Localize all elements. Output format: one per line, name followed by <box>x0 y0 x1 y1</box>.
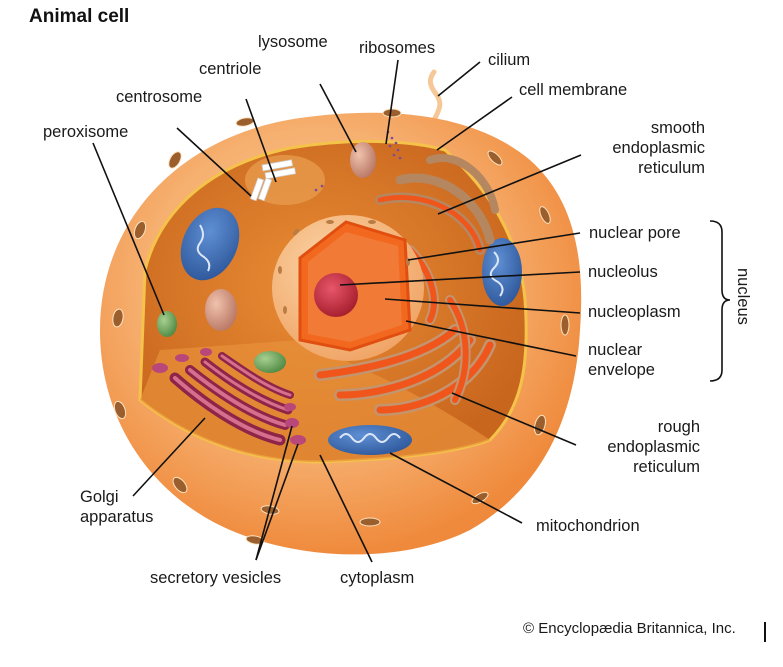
label-smooth-er: smooth endoplasmic reticulum <box>612 118 705 178</box>
leader-centriole <box>245 98 277 183</box>
leader-ribosomes <box>385 59 399 145</box>
label-rough-er: rough endoplasmic reticulum <box>607 417 700 477</box>
lysosome-shape-2 <box>205 289 237 331</box>
label-nucleolus: nucleolus <box>588 263 658 281</box>
leader-nucleolus <box>339 271 581 286</box>
label-golgi: Golgi apparatus <box>80 487 153 527</box>
label-smooth-er-line-1: smooth <box>650 119 705 137</box>
label-cilium: cilium <box>488 51 531 69</box>
diagram-title: Animal cell <box>29 6 130 27</box>
leader-golgi <box>132 417 206 497</box>
label-nuclear-envelope-line-1: nuclear <box>588 341 643 359</box>
leader-cilium <box>437 61 481 97</box>
leader-smooth-er <box>437 154 582 215</box>
nucleus-shape <box>272 215 424 361</box>
secretory-vesicles-shape <box>152 348 306 445</box>
label-nucleoplasm: nucleoplasm <box>588 303 681 321</box>
label-cell-membrane: cell membrane <box>519 81 628 99</box>
label-nuclear-envelope-line-2: envelope <box>588 361 655 379</box>
label-mitochondrion: mitochondrion <box>536 517 640 535</box>
leader-cell-membrane <box>436 96 513 151</box>
nucleus-bracket <box>709 220 731 382</box>
label-centriole: centriole <box>199 60 262 78</box>
leader-nuclear-envelope <box>405 320 577 357</box>
leader-lines <box>92 59 582 563</box>
label-smooth-er-line-3: reticulum <box>638 159 705 177</box>
smooth-er-shape <box>375 154 499 255</box>
mitochondrion-shape-3 <box>328 425 412 455</box>
label-secretory-vesicles: secretory vesicles <box>150 569 282 587</box>
label-nuclear-envelope: nuclear envelope <box>588 340 655 380</box>
label-nuclear-pore: nuclear pore <box>589 224 681 242</box>
mitochondrion-shape-1 <box>180 207 240 281</box>
label-golgi-line-1: Golgi <box>80 488 119 506</box>
leader-mitochondrion <box>389 452 523 524</box>
label-peroxisome: peroxisome <box>43 123 129 141</box>
label-ribosomes: ribosomes <box>359 39 436 57</box>
leader-vesicle-1 <box>255 425 293 561</box>
leader-rough-er <box>451 392 577 446</box>
label-nucleus-group: nucleus <box>734 268 752 325</box>
ribosomes-shape <box>314 130 402 192</box>
cilium-shape <box>427 69 443 127</box>
label-smooth-er-line-2: endoplasmic <box>612 139 705 157</box>
label-rough-er-line-2: endoplasmic <box>607 438 700 456</box>
label-lysosome: lysosome <box>258 33 328 51</box>
label-golgi-line-2: apparatus <box>80 508 154 526</box>
peroxisome-shape-2 <box>254 351 286 373</box>
golgi-shape <box>169 352 294 446</box>
credit-divider <box>764 622 766 642</box>
label-rough-er-line-1: rough <box>657 418 700 436</box>
leader-vesicle-2 <box>255 443 299 561</box>
mitochondrion-shape-2 <box>482 238 522 306</box>
leader-nuclear-pore <box>407 232 581 261</box>
label-rough-er-line-3: reticulum <box>633 458 700 476</box>
leader-nucleoplasm <box>384 298 581 314</box>
leader-lysosome <box>319 83 357 153</box>
copyright-credit: © Encyclopædia Britannica, Inc. <box>523 620 736 637</box>
nucleolus-shape <box>314 273 358 317</box>
lysosome-shape <box>350 142 376 178</box>
leader-peroxisome <box>92 142 165 316</box>
leader-cytoplasm <box>319 454 373 563</box>
centriole-shape <box>249 159 297 202</box>
rough-er-shape <box>314 245 496 416</box>
leader-centrosome <box>176 127 252 197</box>
peroxisome-shape <box>157 311 177 337</box>
label-centrosome: centrosome <box>116 88 203 106</box>
label-cytoplasm: cytoplasm <box>340 569 415 587</box>
